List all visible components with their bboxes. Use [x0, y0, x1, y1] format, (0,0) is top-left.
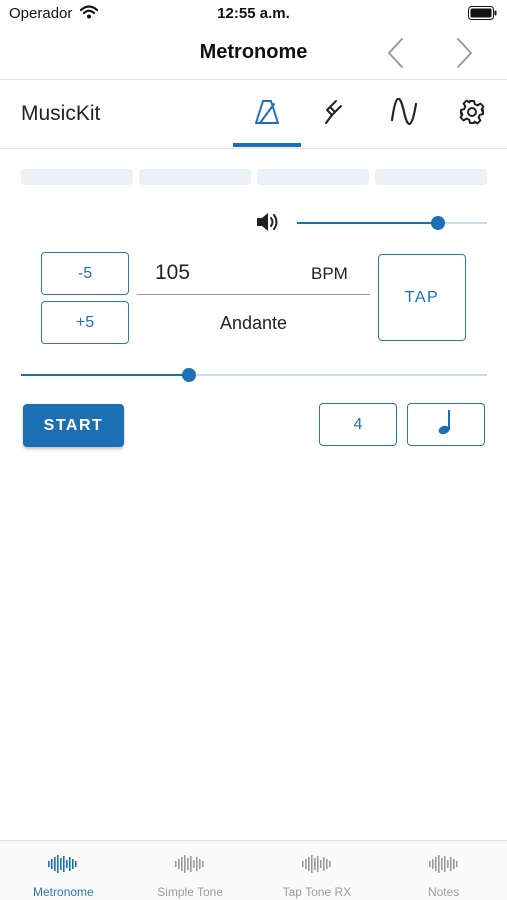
tab-settings[interactable] — [438, 81, 506, 147]
tab-item[interactable]: Tap Tone RX — [254, 841, 381, 900]
beat-indicator — [139, 169, 251, 185]
tuning-fork-icon — [322, 98, 350, 131]
tab-item[interactable]: Metronome — [0, 841, 127, 900]
tap-tempo-button[interactable]: TAP — [378, 254, 466, 341]
volume-slider-thumb[interactable] — [430, 216, 445, 230]
beat-indicator — [21, 169, 133, 185]
beat-indicator — [257, 169, 369, 185]
tab-metronome[interactable] — [233, 81, 301, 147]
tab-item-label: Tap Tone RX — [282, 885, 352, 899]
tab-waveform[interactable] — [370, 81, 438, 147]
tab-item[interactable]: Notes — [380, 841, 507, 900]
quarter-note-icon — [436, 408, 456, 441]
increment-tempo-button[interactable]: +5 — [41, 301, 129, 344]
tab-item-label: Notes — [427, 885, 460, 899]
tempo-slider-fill — [21, 374, 189, 376]
app-title: MusicKit — [21, 102, 101, 125]
carrier-label: Operador — [9, 5, 73, 22]
tab-item-label: Metronome — [33, 885, 94, 899]
waveform-icon — [427, 853, 461, 880]
tab-tuning-fork[interactable] — [302, 81, 370, 147]
tempo-slider-thumb[interactable] — [181, 368, 196, 382]
gear-icon — [459, 99, 485, 130]
chevron-left-icon[interactable] — [384, 36, 408, 70]
waveform-icon — [173, 853, 207, 880]
status-bar: Operador 12:55 a.m. — [0, 0, 507, 28]
start-button[interactable]: START — [23, 404, 124, 447]
bpm-value[interactable]: 105 — [155, 261, 191, 284]
beat-indicator — [375, 169, 487, 185]
app-header: MusicKit — [0, 81, 507, 149]
waveform-icon — [46, 853, 80, 880]
tab-item[interactable]: Simple Tone — [127, 841, 254, 900]
battery-icon — [468, 6, 498, 20]
waveform-icon — [300, 853, 334, 880]
tempo-marking: Andante — [219, 313, 288, 333]
page-title: Metronome — [199, 41, 308, 63]
note-value-button[interactable] — [407, 403, 485, 446]
beats-per-measure-button[interactable]: 4 — [319, 403, 397, 446]
wifi-icon — [79, 5, 99, 24]
navigation-bar: Metronome — [0, 28, 507, 80]
sine-wave-icon — [390, 97, 418, 131]
beat-indicators — [21, 169, 487, 185]
tempo-slider[interactable] — [21, 368, 487, 382]
chevron-right-icon[interactable] — [452, 36, 476, 70]
bottom-tab-bar: Metronome Simple Tone Tap Tone RX Notes — [0, 840, 507, 900]
volume-slider-fill — [297, 222, 438, 224]
volume-slider[interactable] — [297, 216, 487, 230]
bpm-input-underline — [137, 294, 370, 295]
bpm-unit-label: BPM — [311, 264, 348, 283]
clock: 12:55 a.m. — [217, 5, 290, 22]
metronome-icon — [253, 98, 281, 131]
tab-item-label: Simple Tone — [157, 885, 224, 899]
decrement-tempo-button[interactable]: -5 — [41, 252, 129, 295]
speaker-volume-icon — [255, 210, 281, 239]
